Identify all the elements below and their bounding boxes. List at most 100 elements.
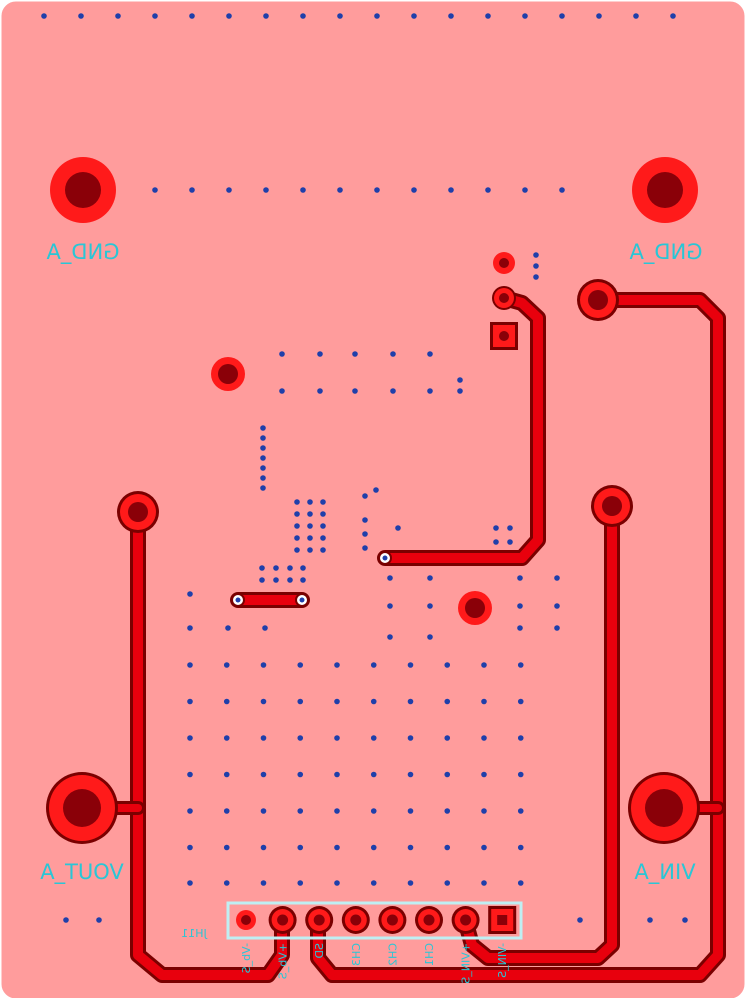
pad-square-small: [490, 322, 518, 350]
via: [307, 511, 313, 517]
connector-pin: [305, 906, 334, 934]
via: [260, 735, 267, 741]
via: [187, 880, 193, 886]
stitching-vias: [41, 13, 688, 923]
via: [307, 535, 313, 541]
via: [481, 844, 487, 851]
via: [407, 698, 414, 705]
via: [334, 844, 340, 851]
via: [297, 771, 304, 778]
pad-vout: [46, 772, 118, 844]
via: [260, 771, 267, 778]
via: [427, 603, 433, 609]
via: [457, 377, 463, 383]
pin-label: -VIN_S: [496, 943, 509, 978]
via: [533, 274, 539, 280]
via: [444, 735, 451, 741]
via: [63, 917, 69, 923]
via: [444, 880, 451, 886]
silkscreen: GND_A GND_A VOUT_A VIN_A JH11 -Vb_S+Vb_S…: [40, 240, 703, 984]
via: [187, 662, 193, 668]
trace-vin-s: [460, 501, 617, 963]
via: [559, 13, 565, 19]
via: [78, 13, 84, 19]
via: [407, 844, 414, 851]
via: [187, 808, 193, 814]
via: [115, 13, 121, 19]
pad-test-left: [211, 357, 245, 391]
via: [223, 662, 230, 668]
via: [226, 13, 232, 19]
via: [374, 13, 380, 19]
via: [287, 577, 293, 583]
trace-vout: [133, 507, 287, 980]
pad-gnd-left: [50, 157, 116, 223]
trace-cs: [380, 293, 543, 563]
via: [493, 525, 499, 531]
via: [320, 499, 326, 505]
via: [647, 917, 653, 923]
pad-test-center: [458, 591, 492, 625]
via: [96, 917, 102, 923]
via: [373, 487, 379, 493]
via: [263, 13, 269, 19]
pad-vin: [628, 772, 700, 844]
via: [300, 187, 306, 193]
pin-label: +VIN_S: [460, 943, 473, 984]
via: [223, 771, 230, 778]
pad-small-top: [493, 252, 515, 274]
via: [334, 771, 340, 778]
via: [152, 187, 158, 193]
via: [189, 13, 195, 19]
via: [223, 880, 230, 886]
via: [407, 771, 414, 778]
via: [457, 388, 463, 394]
via: [307, 547, 313, 553]
connector-pin: [378, 906, 407, 934]
via: [187, 591, 193, 597]
via: [554, 625, 560, 631]
via: [517, 808, 524, 814]
via: [320, 523, 326, 529]
via: [260, 808, 267, 814]
via: [294, 499, 300, 505]
via: [481, 662, 487, 668]
via: [481, 880, 487, 886]
via: [260, 844, 267, 851]
via: [187, 625, 193, 631]
via: [387, 603, 393, 609]
trace-vin-return: [313, 295, 723, 980]
pin-label: CH3: [350, 943, 363, 966]
via: [682, 917, 688, 923]
via: [320, 511, 326, 517]
connector-jh11: [226, 901, 523, 940]
via: [263, 187, 269, 193]
via: [517, 625, 523, 631]
via: [395, 525, 401, 531]
via: [294, 511, 300, 517]
via: [337, 13, 343, 19]
via: [444, 771, 451, 778]
via: [334, 698, 340, 705]
via: [407, 735, 414, 741]
via: [260, 880, 267, 886]
via: [444, 808, 451, 814]
pin-label: -Vb_S: [240, 943, 253, 973]
via: [485, 13, 491, 19]
via: [260, 445, 266, 451]
via: [554, 603, 560, 609]
terminal-pads: [46, 157, 700, 844]
via: [294, 523, 300, 529]
via: [533, 263, 539, 269]
via: [411, 13, 417, 19]
via: [507, 539, 513, 545]
via: [427, 351, 433, 357]
connector-pin: [488, 906, 517, 934]
via: [337, 187, 343, 193]
via: [226, 187, 232, 193]
via: [444, 844, 451, 851]
via: [387, 634, 393, 640]
via: [273, 565, 279, 571]
